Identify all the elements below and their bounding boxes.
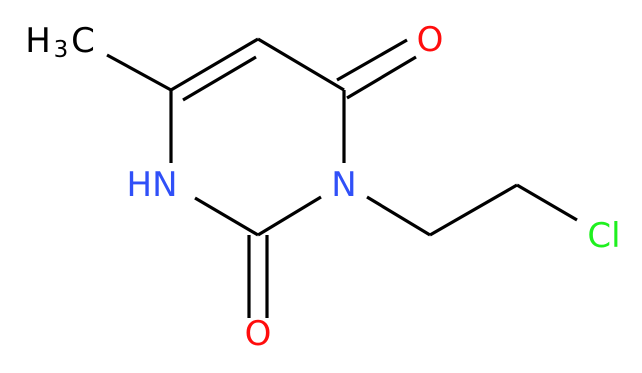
methyl-h-label: H [25, 21, 51, 61]
bond-ch2b-cl [516, 183, 578, 222]
atom-labels: H 3 C O HN N Cl O [25, 20, 620, 354]
nitrogen-label: N [331, 165, 356, 205]
bond-c4-o-top-second [346, 55, 417, 100]
oxygen-top-label: O [417, 20, 444, 60]
bond-n3-c2 [257, 195, 322, 237]
bond-ch2a-ch2b [429, 183, 518, 237]
bond-c6-c5 [170, 37, 259, 92]
bond-layer [106, 37, 578, 318]
methyl-subscript-label: 3 [54, 37, 69, 63]
bond-c2-nh [194, 196, 259, 237]
bond-n3-ch2a [366, 195, 431, 237]
bond-c4-o-top [336, 38, 408, 82]
oxygen-bottom-label: O [245, 314, 272, 354]
methyl-c-label: C [71, 21, 95, 61]
bond-c6-c5-inner [182, 55, 257, 102]
bond-c5-c4 [257, 37, 345, 92]
nh-label: HN [127, 165, 178, 205]
bond-methyl-c6 [106, 53, 172, 92]
chlorine-label: Cl [587, 216, 620, 256]
